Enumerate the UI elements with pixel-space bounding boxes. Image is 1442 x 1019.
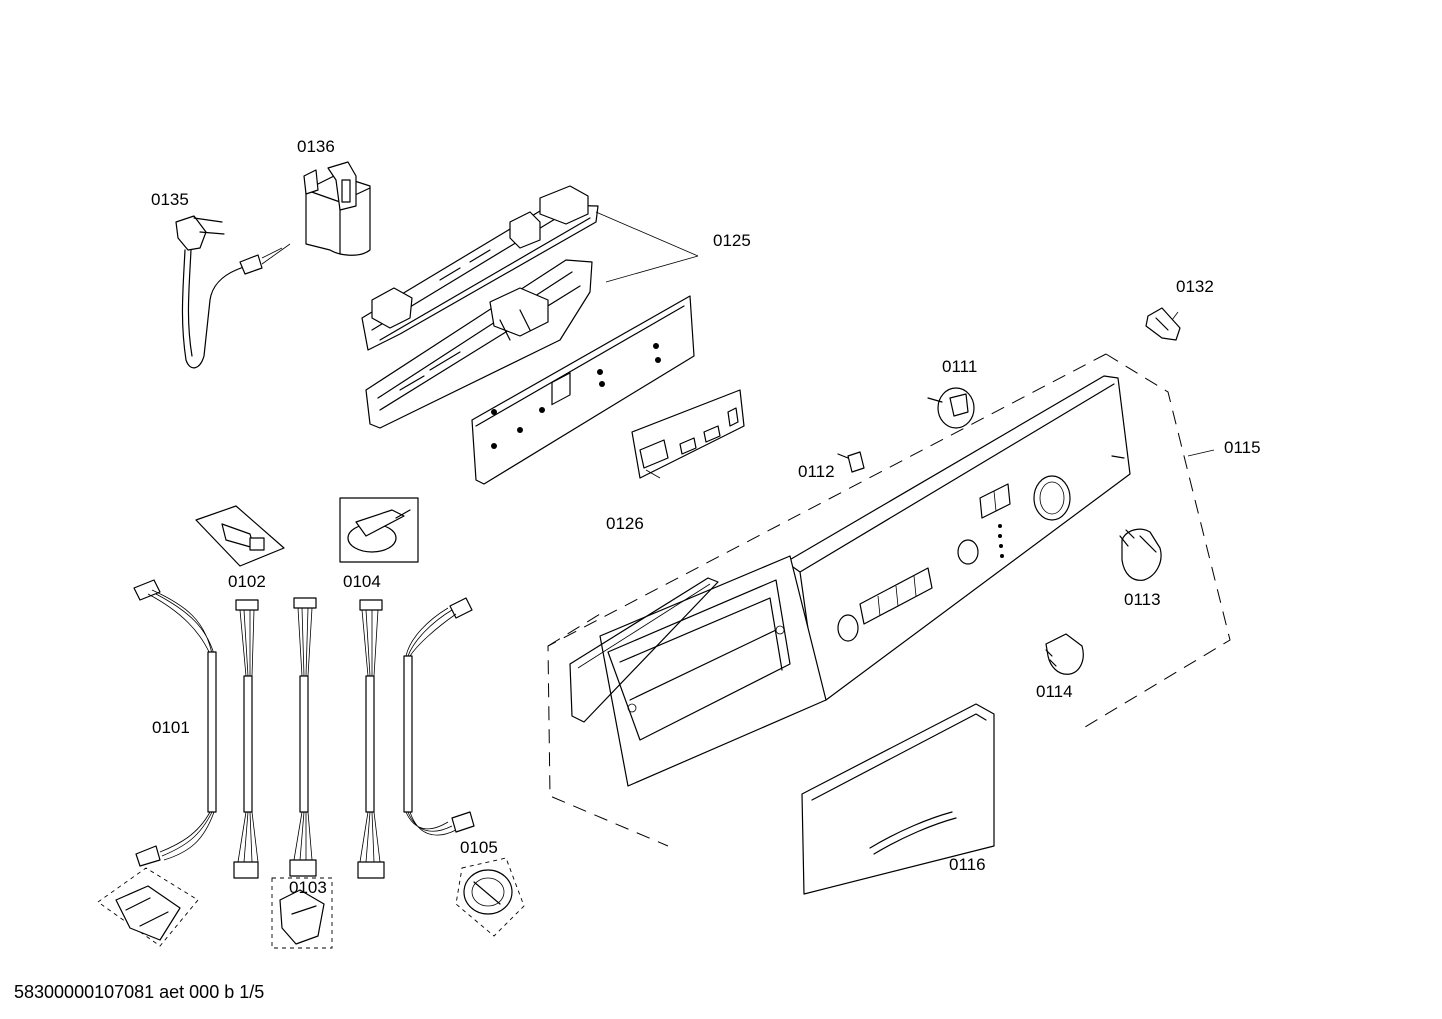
part-0102-sensor-inset (195, 505, 285, 567)
label-0135: 0135 (151, 190, 189, 209)
part-0112-small-knob (837, 451, 865, 473)
part-0125-control-module-rail (361, 185, 599, 351)
part-0102-wiring-harness (233, 599, 259, 879)
label-0111: 0111 (942, 357, 977, 376)
part-labels: 0136 0135 0125 0132 0111 0115 0112 0126 … (151, 137, 1261, 897)
label-0126: 0126 (606, 514, 644, 533)
part-bottom-valves (97, 857, 525, 949)
label-0136: 0136 (297, 137, 335, 156)
label-0103: 0103 (289, 878, 327, 897)
part-0105-wiring-harness (403, 597, 475, 836)
part-0132-clip (1145, 307, 1181, 341)
label-0112: 0112 (798, 462, 835, 481)
part-0103-wiring-harness (289, 597, 317, 877)
part-0113-selector-knob (1119, 528, 1162, 581)
label-0132: 0132 (1176, 277, 1214, 296)
label-0115: 0115 (1224, 438, 1261, 457)
label-0105: 0105 (460, 838, 498, 857)
part-0125-bracket (365, 259, 593, 429)
part-0104-wiring-harness (357, 599, 385, 879)
label-0125: 0125 (713, 231, 751, 250)
part-0101-wiring-harness (133, 579, 217, 867)
part-0136-interference-filter (303, 161, 371, 256)
part-0115-control-panel (785, 375, 1131, 703)
part-drawer-frame (569, 555, 827, 787)
label-0114: 0114 (1036, 682, 1073, 701)
part-0111-knob (927, 387, 975, 429)
part-0114-knob (1045, 633, 1084, 675)
part-0126-display-board (631, 389, 745, 479)
part-0116-drawer-front (801, 703, 995, 895)
part-0104-sensor-inset (339, 497, 419, 563)
label-0113: 0113 (1124, 590, 1161, 609)
part-0125-pcb (471, 295, 695, 485)
label-0101: 0101 (152, 718, 190, 737)
label-0104: 0104 (343, 572, 381, 591)
label-0102: 0102 (228, 572, 266, 591)
document-code: 58300000107081 aet 000 b 1/5 (14, 982, 264, 1002)
part-0115-outline (547, 353, 1231, 847)
part-0135-power-cord (175, 215, 291, 369)
label-0116: 0116 (949, 855, 986, 874)
